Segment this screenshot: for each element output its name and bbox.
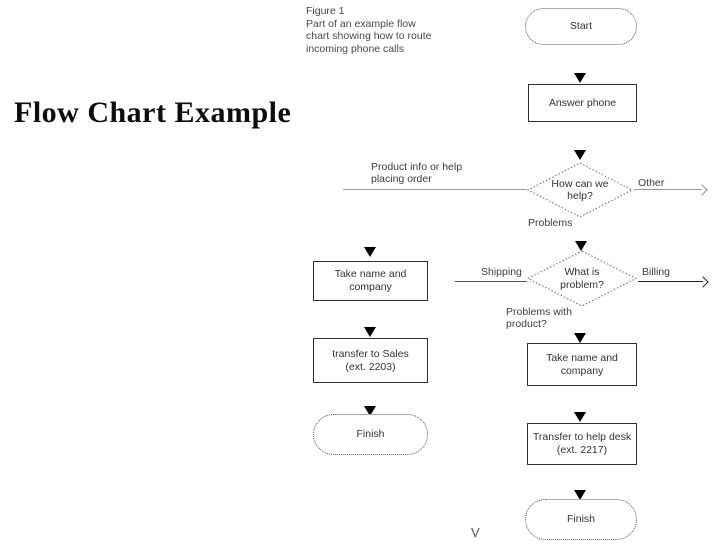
stray-v-glyph: V — [471, 525, 480, 540]
chevron-right-icon — [697, 276, 709, 288]
arrow-down-icon — [364, 406, 376, 416]
branch-label-billing: Billing — [642, 266, 671, 278]
diamond-shape — [526, 250, 638, 307]
figure-caption: Figure 1 Part of an example flow chart s… — [306, 5, 432, 55]
arrow-down-icon — [574, 490, 586, 500]
branch-label-other: Other — [638, 177, 665, 189]
page-title: Flow Chart Example — [14, 96, 292, 129]
arrow-down-icon — [574, 150, 586, 160]
node-transfer-help-desk: Transfer to help desk (ext. 2217) — [527, 423, 637, 465]
caption-line-4: incoming phone calls — [306, 42, 405, 55]
connector-shipping — [455, 281, 527, 282]
node-start: Start — [525, 8, 637, 45]
node-take-name-right: Take name and company — [527, 343, 637, 386]
chevron-right-icon — [696, 184, 708, 196]
arrow-down-icon — [575, 241, 587, 251]
decision-label: What is problem? — [560, 266, 604, 291]
branch-label-shipping: Shipping — [481, 266, 522, 278]
caption-line-3: chart showing how to route — [306, 30, 432, 42]
connector-product-info — [343, 189, 527, 190]
decision-label: How can we help? — [551, 177, 609, 203]
node-answer-phone: Answer phone — [528, 84, 637, 122]
arrow-down-icon — [574, 333, 586, 343]
arrow-down-icon — [574, 73, 586, 83]
node-transfer-sales: transfer to Sales (ext. 2203) — [313, 338, 428, 383]
connector-billing — [638, 281, 703, 282]
arrow-down-icon — [574, 412, 586, 422]
node-take-name-left: Take name and company — [313, 261, 428, 301]
node-finish-right: Finish — [525, 499, 637, 540]
branch-label-problems: Problems — [528, 217, 573, 229]
connector-other — [634, 189, 702, 190]
caption-line-2: Part of an example flow — [306, 17, 416, 30]
decision-what-is-problem: What is problem? — [526, 250, 638, 307]
arrow-down-icon — [364, 247, 376, 257]
decision-how-can-we-help: How can we help? — [526, 162, 634, 218]
diamond-shape — [526, 162, 634, 218]
branch-label-problems-with-product: Problems with product? — [506, 306, 572, 330]
node-finish-left: Finish — [313, 414, 428, 455]
caption-line-1: Figure 1 — [306, 5, 345, 17]
arrow-down-icon — [364, 327, 376, 337]
branch-label-product-info: Product info or help placing order — [371, 161, 463, 185]
